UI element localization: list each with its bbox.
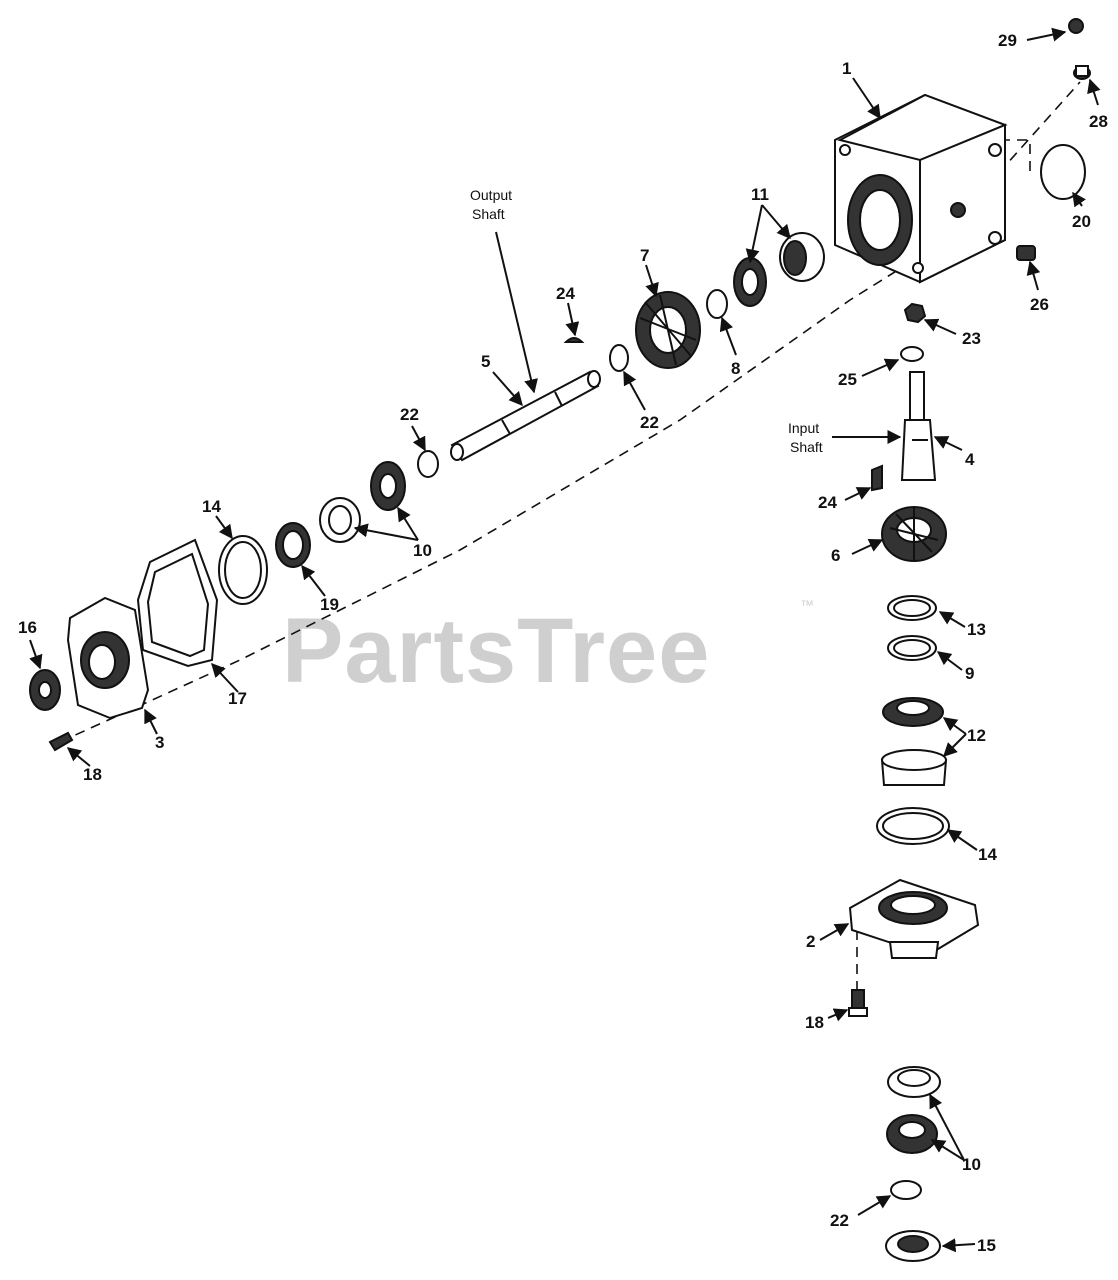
- callout-22-bottom: 22: [830, 1211, 849, 1230]
- caption-output-shaft-line1: Output: [470, 187, 512, 203]
- callout-10-right: 10: [962, 1155, 981, 1174]
- part-28-vent: [1073, 65, 1091, 80]
- part-25-washer: [900, 346, 924, 362]
- part-14-o-ring-a: [218, 535, 268, 605]
- assembly-axis-lines: [59, 81, 1081, 990]
- part-1-gearbox-housing: [834, 93, 1008, 284]
- callout-6: 6: [831, 546, 840, 565]
- part-12-bearing-set: [880, 697, 948, 786]
- callout-7: 7: [640, 246, 649, 265]
- callout-11: 11: [751, 185, 769, 204]
- part-24-key-b: [871, 464, 883, 492]
- callout-14-left: 14: [202, 497, 221, 516]
- callout-12: 12: [967, 726, 986, 745]
- callout-4: 4: [965, 450, 975, 469]
- watermark-text: PartsTree: [282, 600, 710, 702]
- part-9-shim: [887, 635, 937, 661]
- callout-3: 3: [155, 733, 164, 752]
- callout-20: 20: [1072, 212, 1091, 231]
- part-19-seal: [275, 522, 311, 568]
- callout-9: 9: [965, 664, 974, 683]
- callout-24-bottom: 24: [818, 493, 837, 512]
- leader-lines: [29, 27, 1101, 1253]
- part-17-gasket: [136, 538, 219, 668]
- part-22-snap-ring-c: [890, 1180, 922, 1200]
- callout-8: 8: [731, 359, 740, 378]
- callout-17: 17: [228, 689, 247, 708]
- part-6-bevel-gear: [881, 506, 947, 562]
- callout-26: 26: [1030, 295, 1049, 314]
- callout-23: 23: [962, 329, 981, 348]
- part-26-plug: [1016, 245, 1036, 261]
- part-11-bearing-set: [733, 232, 825, 307]
- part-3-end-cover: [66, 596, 150, 720]
- callout-1: 1: [842, 59, 851, 78]
- part-16-seal: [29, 669, 61, 711]
- part-10-bearing-set-b: [886, 1066, 941, 1154]
- part-23-nut: [903, 302, 927, 324]
- part-8-washer: [706, 289, 728, 319]
- callout-22-mid: 22: [400, 405, 419, 424]
- callout-13: 13: [967, 620, 986, 639]
- callout-15: 15: [977, 1236, 996, 1255]
- part-22-snap-ring-a: [609, 344, 629, 372]
- callout-25: 25: [838, 370, 857, 389]
- part-14-o-ring-b: [876, 807, 950, 845]
- part-2-flange-housing: [848, 878, 980, 959]
- callout-labels: 29 1 28 20 26 11 7 24 8 23 25 5 22 22 4 …: [18, 31, 1108, 1255]
- watermark-trademark: ™: [800, 597, 814, 613]
- part-13-shim: [887, 595, 937, 621]
- part-5-output-shaft: [450, 370, 601, 462]
- part-15-seal: [885, 1230, 941, 1262]
- part-22-snap-ring-b: [417, 450, 439, 478]
- part-10-bearing-set-a: [319, 461, 406, 543]
- caption-input-shaft-line2: Shaft: [790, 439, 823, 455]
- part-18-bolt-a: [48, 731, 74, 752]
- callout-28: 28: [1089, 112, 1108, 131]
- part-29-plug: [1068, 18, 1084, 34]
- callout-18-left: 18: [83, 765, 102, 784]
- callout-5: 5: [481, 352, 490, 371]
- part-7-bevel-gear: [635, 291, 701, 369]
- callout-10-left: 10: [413, 541, 432, 560]
- caption-output-shaft-line2: Shaft: [472, 206, 505, 222]
- caption-input-shaft-line1: Input: [788, 420, 819, 436]
- callout-18-right: 18: [805, 1013, 824, 1032]
- part-4-input-shaft: [900, 371, 937, 481]
- callout-2: 2: [806, 932, 815, 951]
- callout-29: 29: [998, 31, 1017, 50]
- part-20-cap: [1040, 144, 1086, 200]
- callout-16: 16: [18, 618, 37, 637]
- callout-14-right: 14: [978, 845, 997, 864]
- part-18-bolt-b: [848, 989, 868, 1017]
- callout-19: 19: [320, 595, 339, 614]
- callout-22-gear: 22: [640, 413, 659, 432]
- part-24-key-a: [563, 337, 585, 343]
- callout-24-top: 24: [556, 284, 575, 303]
